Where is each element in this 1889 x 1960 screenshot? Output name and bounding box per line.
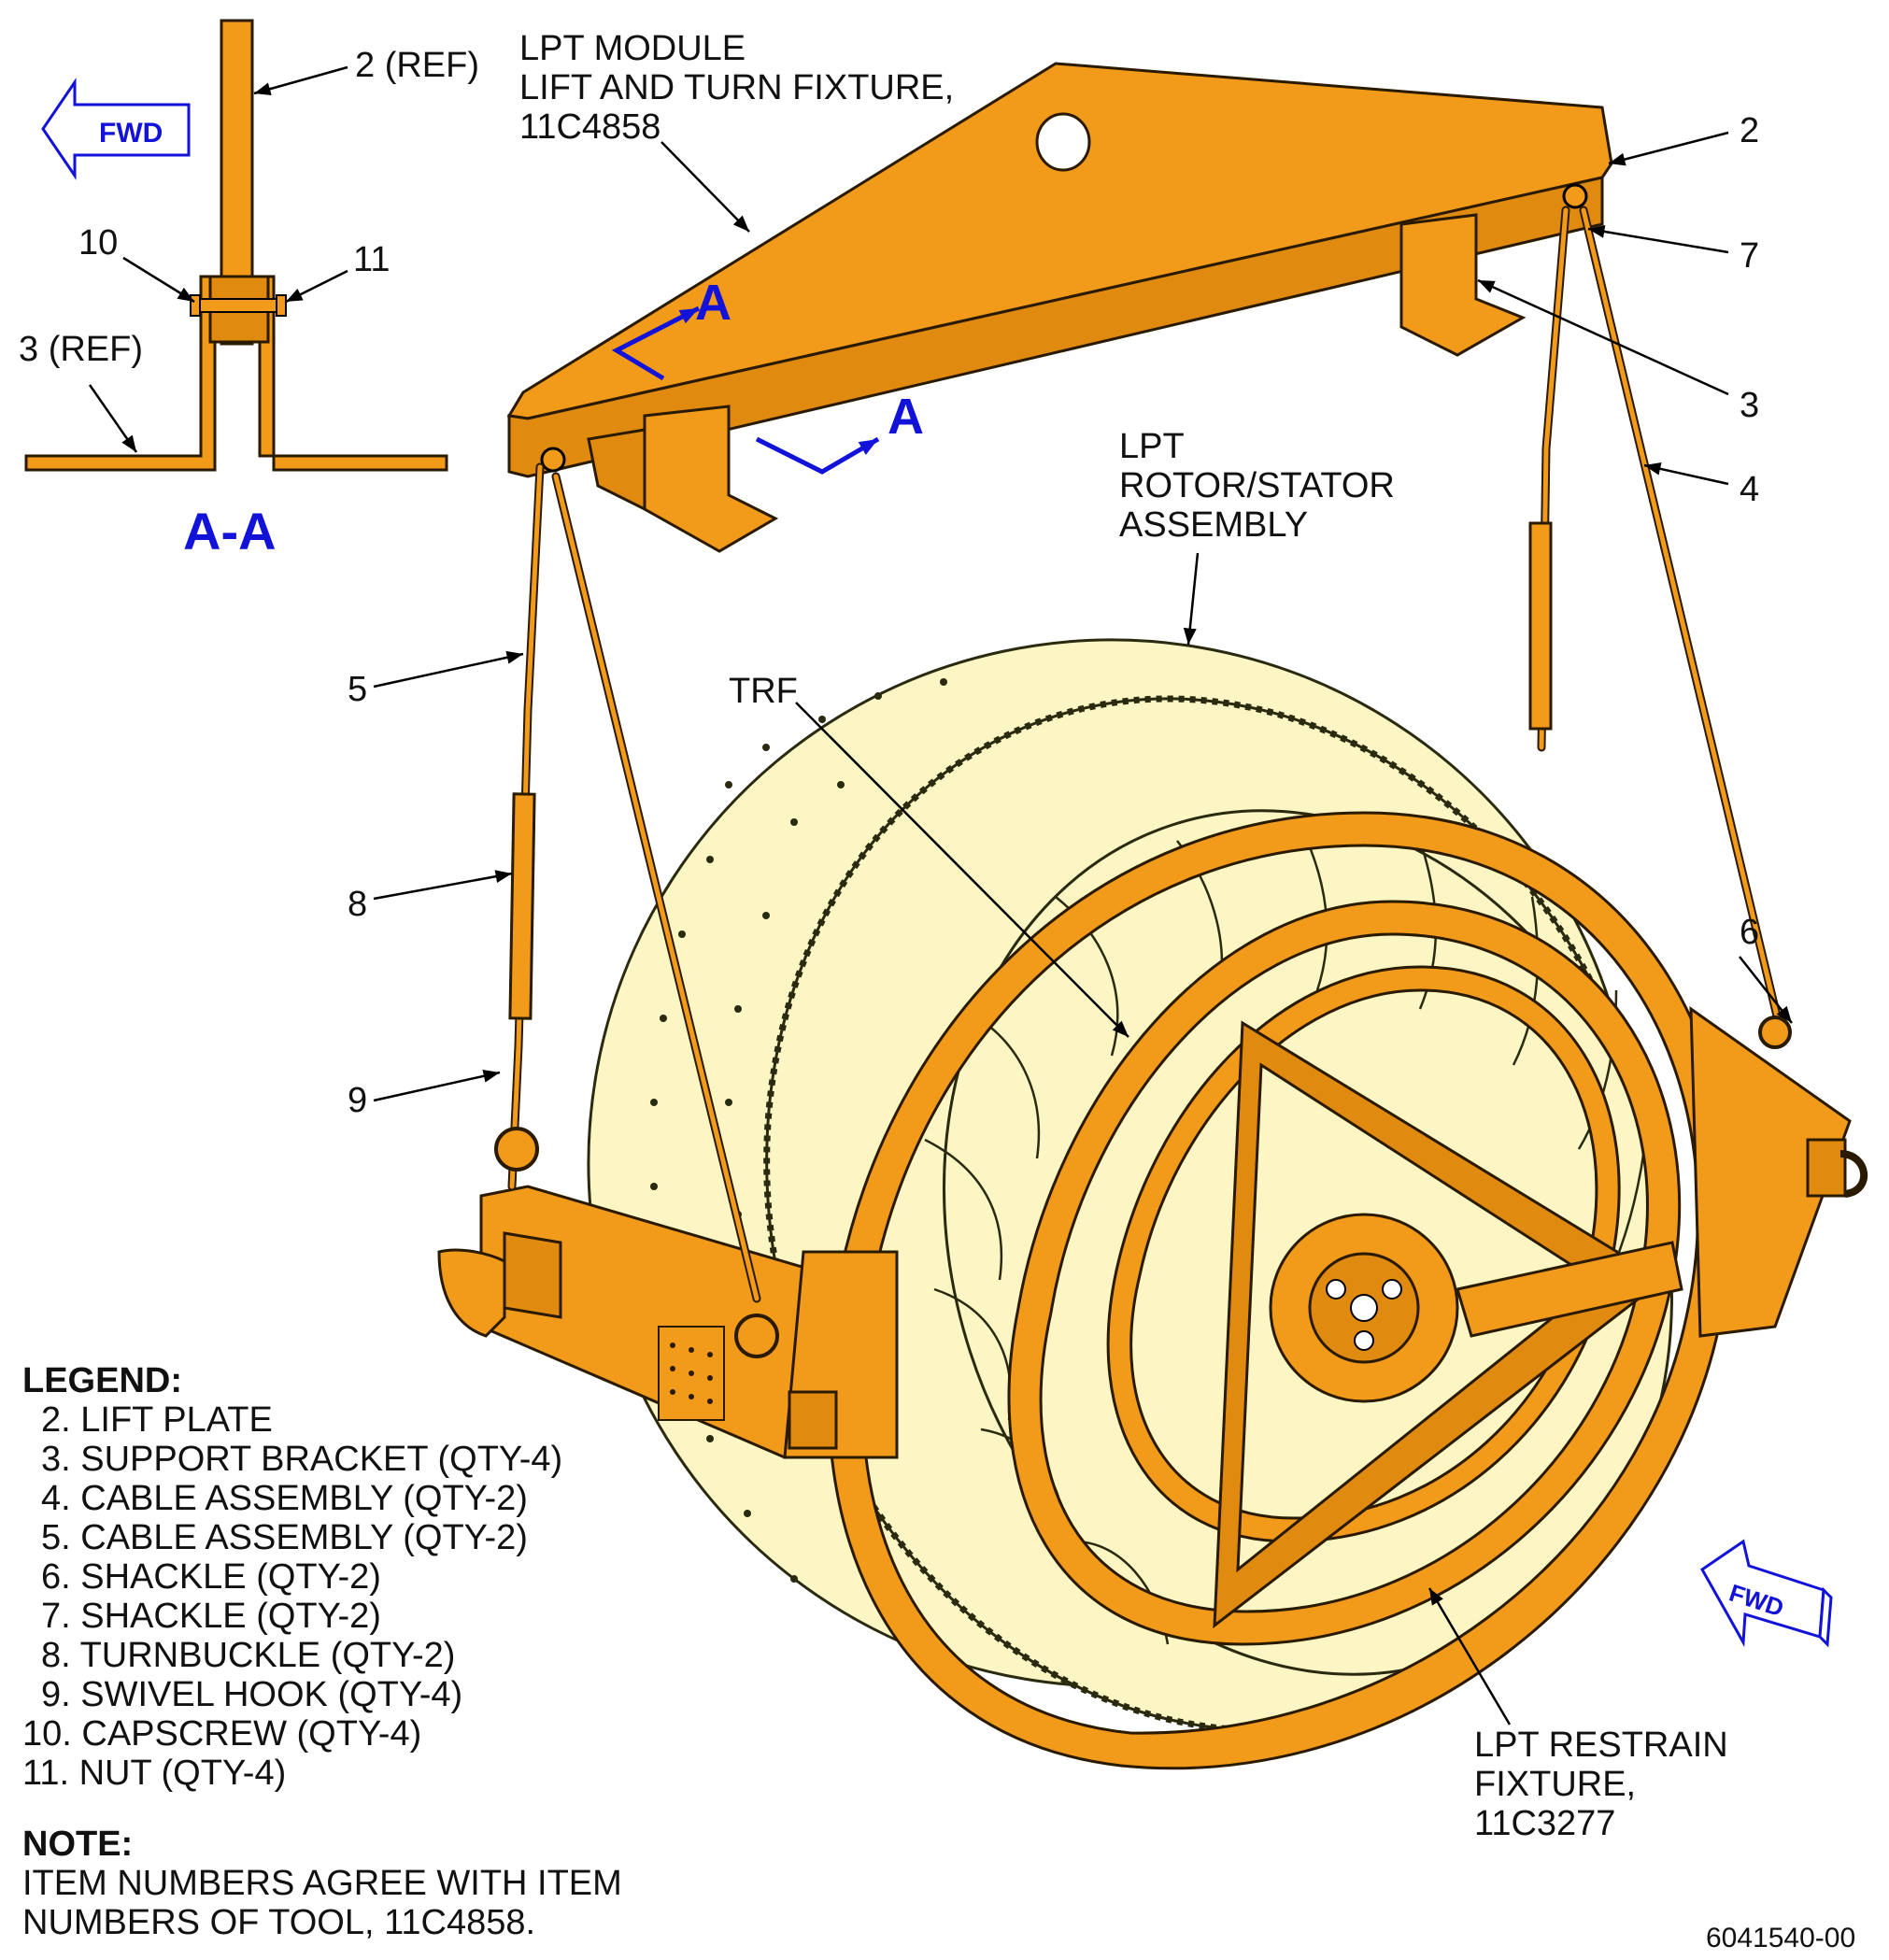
callout-2-ref: 2 (REF) — [355, 46, 479, 85]
section-mark-a-2: A — [888, 389, 924, 445]
section-cut-arrow-1 — [611, 305, 701, 381]
support-bracket-rear — [1399, 213, 1527, 357]
trunnion-socket — [503, 1231, 562, 1319]
rotor-label-line2: ROTOR/STATOR — [1119, 466, 1395, 505]
note-line-1: ITEM NUMBERS AGREE WITH ITEM — [22, 1864, 622, 1903]
callout-5: 5 — [348, 670, 367, 709]
legend-item: 2. LIFT PLATE — [41, 1400, 273, 1440]
main-labels: LPT MODULE LIFT AND TURN FIXTURE, 11C485… — [348, 29, 1793, 1843]
callout-9: 9 — [348, 1081, 367, 1120]
callout-3: 3 — [1740, 386, 1759, 425]
callout-7: 7 — [1740, 236, 1759, 276]
restrain-label-line2: FIXTURE, — [1474, 1765, 1636, 1804]
fixture-name-line1: LPT MODULE — [519, 29, 746, 68]
legend-item: 11. NUT (QTY-4) — [22, 1754, 286, 1793]
note-title: NOTE: — [22, 1825, 133, 1864]
trunnion-cap — [437, 1248, 506, 1338]
restrain-middle-ring — [1007, 900, 1682, 1646]
capscrew-section — [193, 298, 285, 313]
rotor-label-line1: LPT — [1119, 427, 1185, 466]
legend-item: 5. CABLE ASSEMBLY (QTY-2) — [41, 1518, 528, 1557]
swivel-hook-9 — [494, 1127, 539, 1172]
legend-item: 10. CAPSCREW (QTY-4) — [22, 1714, 421, 1754]
capscrew-head — [190, 294, 201, 317]
shackle-7-right — [1562, 183, 1588, 209]
callout-8: 8 — [348, 885, 367, 924]
fixture-name-line3: 11C4858 — [519, 107, 660, 147]
lift-eye-hole — [1035, 112, 1091, 172]
right-shackle-icon — [1839, 1150, 1868, 1198]
nut-section — [276, 294, 287, 317]
trf-label: TRF — [729, 672, 798, 711]
lift-plate-face — [507, 176, 1604, 478]
callout-11: 11 — [353, 240, 390, 279]
shackle-6 — [1758, 1016, 1792, 1049]
legend: LEGEND: 2. LIFT PLATE 3. SUPPORT BRACKET… — [22, 1361, 562, 1793]
drawing-number: 6041540-00 — [1706, 1923, 1855, 1953]
legend-item: 6. SHACKLE (QTY-2) — [41, 1557, 381, 1597]
fwd-arrow-icon — [41, 78, 191, 180]
grip-pad-dots — [670, 1342, 713, 1404]
left-trunnion-bar — [437, 1185, 899, 1459]
restrain-spider-frame — [1213, 1020, 1666, 1629]
section-view-title: A-A — [183, 502, 277, 561]
cables — [494, 206, 1792, 1358]
restrain-label-line1: LPT RESTRAIN — [1474, 1726, 1728, 1765]
callout-4: 4 — [1740, 470, 1759, 509]
callout-10: 10 — [78, 223, 118, 263]
section-cut-markers: A A — [611, 275, 924, 475]
callout-2: 2 — [1740, 111, 1759, 150]
restrain-label-line3: 11C3277 — [1474, 1804, 1615, 1843]
legend-item: 4. CABLE ASSEMBLY (QTY-2) — [41, 1479, 528, 1518]
note-line-2: NUMBERS OF TOOL, 11C4858. — [22, 1903, 535, 1942]
fwd-arrow-3d: FWD — [1700, 1539, 1833, 1648]
legend-item: 8. TURNBUCKLE (QTY-2) — [41, 1636, 455, 1675]
legend-item: 3. SUPPORT BRACKET (QTY-4) — [41, 1440, 562, 1479]
lpt-restrain-fixture — [827, 811, 1868, 1770]
callout-6: 6 — [1740, 913, 1759, 952]
note: NOTE: ITEM NUMBERS AGREE WITH ITEM NUMBE… — [22, 1825, 622, 1942]
lift-plate — [506, 62, 1613, 553]
support-bracket-left-section — [24, 275, 217, 472]
swivel-hook-9-right — [734, 1314, 779, 1358]
fixture-name-line2: LIFT AND TURN FIXTURE, — [519, 68, 954, 107]
section-cut-arrow-2 — [755, 436, 880, 475]
turnbuckle-8-right — [1528, 521, 1553, 731]
turnbuckle-8 — [508, 792, 536, 1020]
support-bracket-right-section — [258, 275, 448, 472]
section-mark-a-1: A — [695, 275, 731, 331]
legend-item: 7. SHACKLE (QTY-2) — [41, 1597, 381, 1636]
legend-item: 9. SWIVEL HOOK (QTY-4) — [41, 1675, 462, 1714]
callout-3-ref: 3 (REF) — [19, 330, 143, 369]
section-a-a-view: FWD 2 (REF) 10 11 3 (REF) A-A — [19, 19, 479, 561]
right-shackle-block — [1806, 1138, 1847, 1198]
support-bracket-front — [643, 405, 779, 553]
left-shackle-block — [788, 1390, 838, 1450]
restrain-tie-bar — [1456, 1241, 1683, 1338]
rotor-label-line3: ASSEMBLY — [1119, 505, 1308, 545]
restrain-right-bracket — [1689, 1006, 1852, 1338]
shackle-7-left — [540, 447, 566, 473]
support-bracket-front-leg — [587, 428, 646, 512]
legend-title: LEGEND: — [22, 1361, 182, 1400]
fwd-label-section: FWD — [99, 118, 163, 149]
